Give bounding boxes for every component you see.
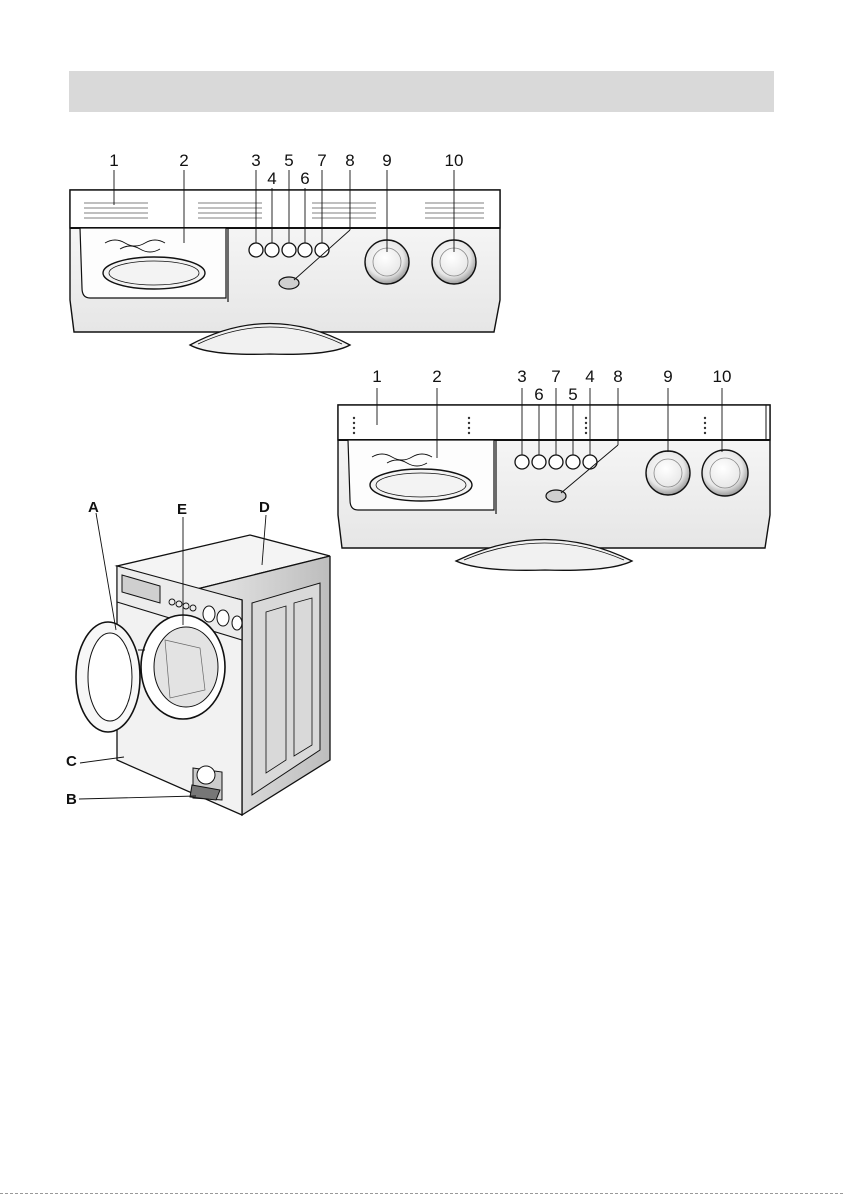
callout-4: 4 <box>267 170 276 187</box>
callout-5: 5 <box>568 386 577 403</box>
callout-4: 4 <box>585 368 594 385</box>
callout-7: 7 <box>317 152 326 169</box>
callout-6: 6 <box>300 170 309 187</box>
callout-1: 1 <box>109 152 118 169</box>
control-panel-top <box>70 170 500 354</box>
callout-10: 10 <box>445 152 464 169</box>
callout-9: 9 <box>382 152 391 169</box>
callout-8: 8 <box>345 152 354 169</box>
callout-10: 10 <box>713 368 732 385</box>
callout-5: 5 <box>284 152 293 169</box>
part-label-d: D <box>259 500 270 515</box>
part-label-c: C <box>66 754 77 769</box>
callout-9: 9 <box>663 368 672 385</box>
callout-6: 6 <box>534 386 543 403</box>
part-label-e: E <box>177 502 187 517</box>
control-panel-bottom <box>338 388 770 570</box>
page-bottom-rule <box>0 1193 843 1194</box>
part-label-b: B <box>66 792 77 807</box>
callout-8: 8 <box>613 368 622 385</box>
callout-1: 1 <box>372 368 381 385</box>
callout-3: 3 <box>251 152 260 169</box>
part-label-a: A <box>88 500 99 515</box>
callout-2: 2 <box>179 152 188 169</box>
callout-7: 7 <box>551 368 560 385</box>
callout-3: 3 <box>517 368 526 385</box>
callout-2: 2 <box>432 368 441 385</box>
washing-machine-body <box>76 513 330 815</box>
